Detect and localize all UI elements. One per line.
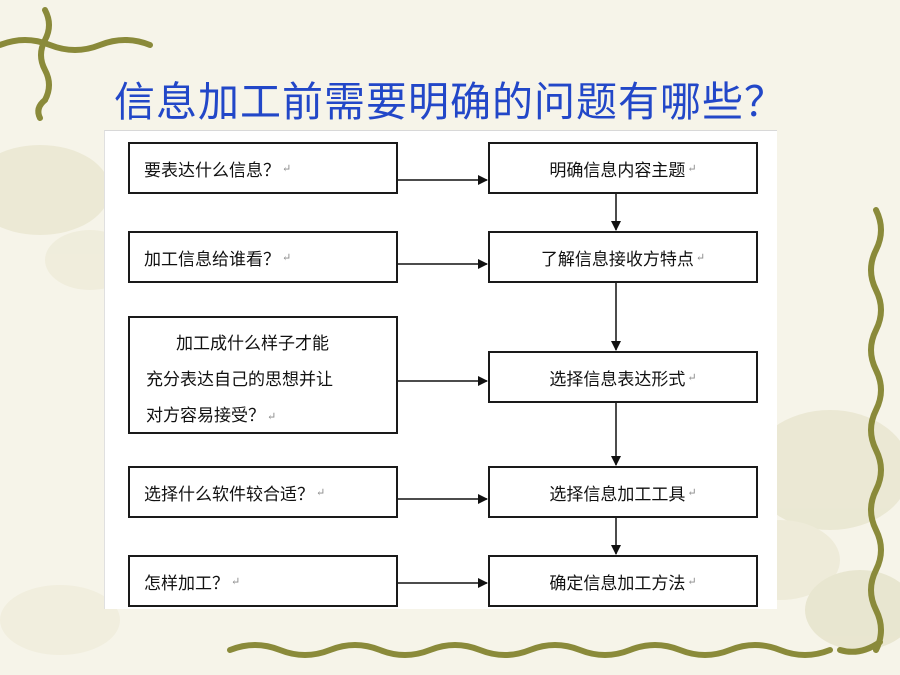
return-mark: ↵ <box>687 485 697 499</box>
vine-right <box>868 207 884 653</box>
question-line-3: 对方容易接受？ <box>146 406 265 426</box>
step-text: 了解信息接收方特点 <box>540 249 694 270</box>
step-box-4: 选择信息加工工具↵ <box>488 466 758 518</box>
question-text: 加工信息给谁看？ <box>144 249 280 270</box>
step-box-2: 了解信息接收方特点↵ <box>488 231 758 283</box>
step-text: 明确信息内容主题 <box>549 160 686 181</box>
question-box-1: 要表达什么信息？↵ <box>128 142 398 194</box>
question-text: 要表达什么信息？ <box>144 160 280 181</box>
return-mark: ↵ <box>695 250 706 264</box>
return-mark: ↵ <box>316 485 326 499</box>
step-text: 确定信息加工方法 <box>549 573 686 594</box>
question-line-1: 加工成什么样子才能 <box>176 334 329 354</box>
vine-bottom <box>227 639 883 658</box>
question-box-3: 加工成什么样子才能 充分表达自己的思想并让 对方容易接受？↵ <box>128 316 398 434</box>
slide-title: 信息加工前需要明确的问题有哪些？ <box>114 78 786 126</box>
return-mark: ↵ <box>687 574 697 588</box>
step-text: 选择信息表达形式 <box>549 369 686 390</box>
return-mark: ↵ <box>687 370 697 384</box>
question-text: 怎样加工？ <box>144 573 229 594</box>
vine-top-left <box>0 7 153 121</box>
step-box-5: 确定信息加工方法↵ <box>488 555 758 607</box>
step-text: 选择信息加工工具 <box>549 484 686 505</box>
question-box-4: 选择什么软件较合适？↵ <box>128 466 398 518</box>
question-text: 选择什么软件较合适？ <box>144 484 314 505</box>
step-box-3: 选择信息表达形式↵ <box>488 351 758 403</box>
question-box-5: 怎样加工？↵ <box>128 555 398 607</box>
question-line-2: 充分表达自己的思想并让 <box>146 370 333 390</box>
return-mark: ↵ <box>687 161 697 175</box>
step-box-1: 明确信息内容主题↵ <box>488 142 758 194</box>
question-box-2: 加工信息给谁看？↵ <box>128 231 398 283</box>
return-mark: ↵ <box>282 161 292 175</box>
question-line-3-wrap: 对方容易接受？↵ <box>146 398 386 435</box>
return-mark: ↵ <box>267 409 277 423</box>
return-mark: ↵ <box>282 250 292 264</box>
return-mark: ↵ <box>231 574 241 588</box>
